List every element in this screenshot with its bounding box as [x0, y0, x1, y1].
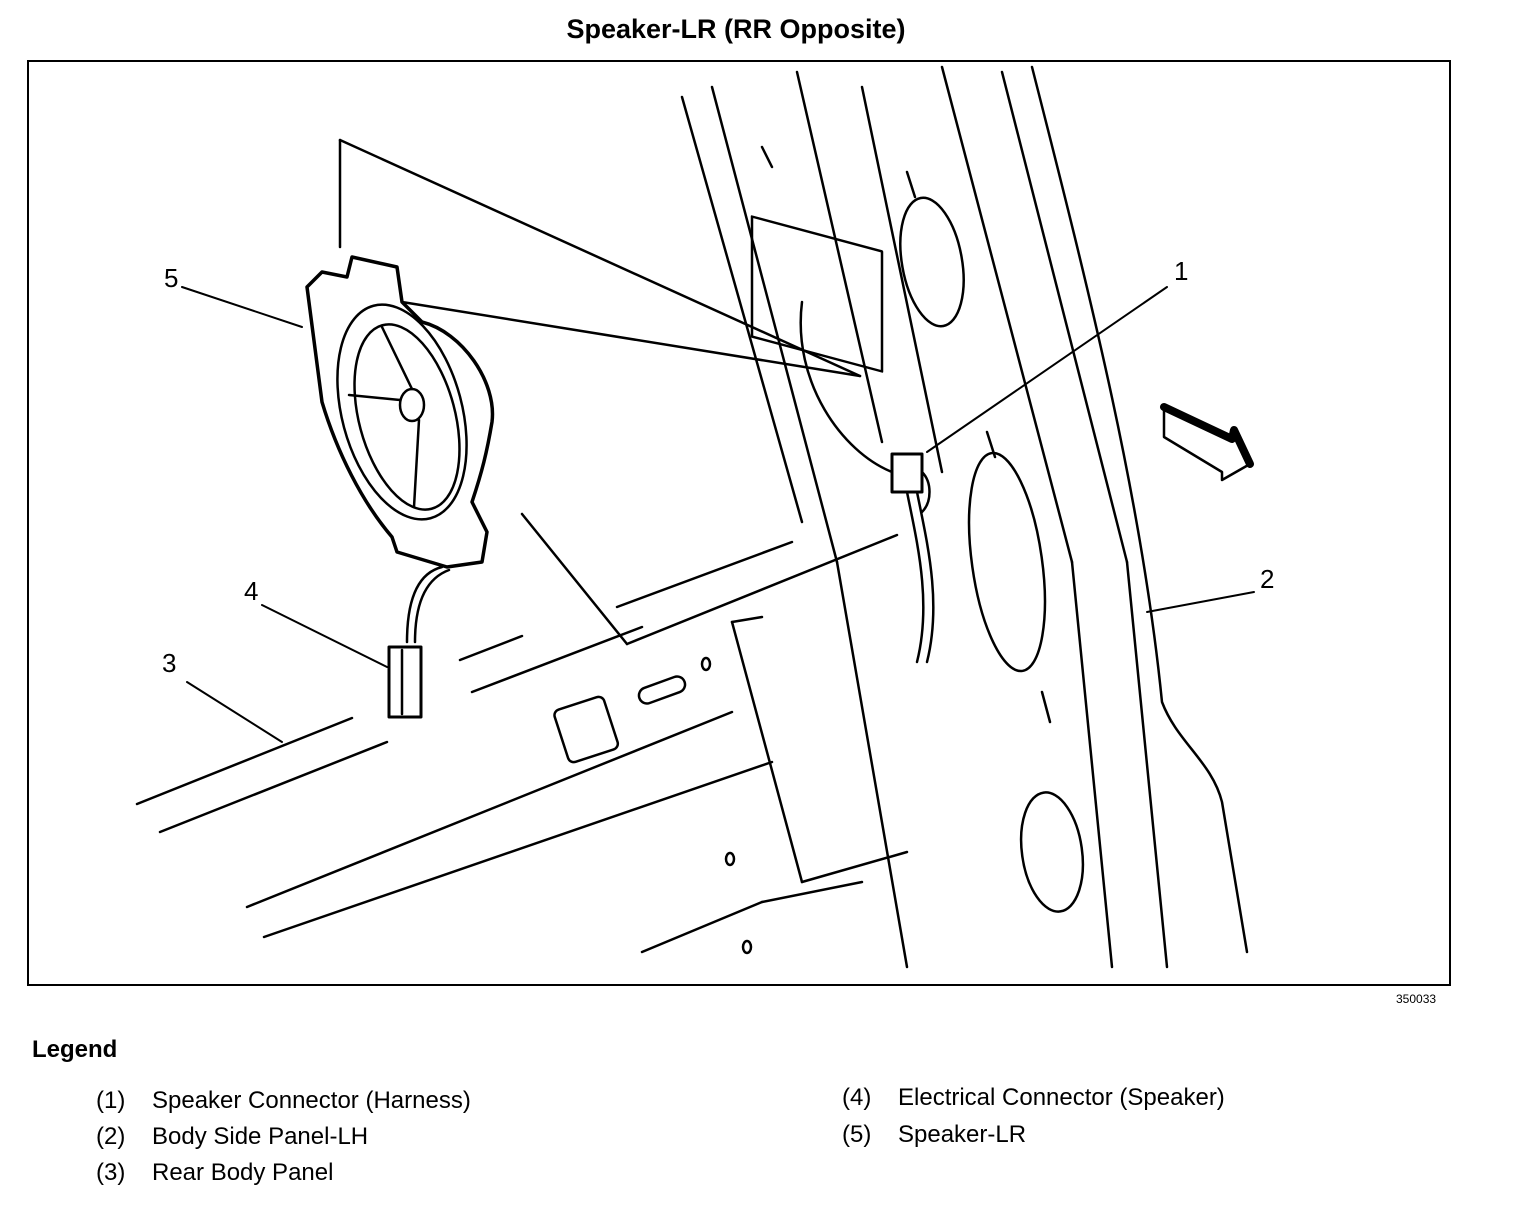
figure-id: 350033 — [1396, 992, 1437, 1006]
legend-item-label: Rear Body Panel — [152, 1159, 334, 1186]
body-side-panel — [680, 65, 1249, 969]
speaker-connector — [387, 565, 451, 719]
legend-item-number: (2) — [96, 1123, 126, 1150]
legend-item: (4) Electrical Connector (Speaker) — [842, 1084, 1225, 1112]
legend-item-number: (4) — [842, 1084, 872, 1111]
legend-item-label: Speaker-LR — [898, 1121, 1027, 1148]
callout-5: 5 — [164, 263, 178, 293]
diagram-title: Speaker-LR (RR Opposite) — [566, 14, 906, 44]
legend-item-label: Speaker Connector (Harness) — [152, 1087, 471, 1114]
legend-item-number: (5) — [842, 1121, 872, 1148]
callout-2: 2 — [1260, 564, 1274, 594]
forward-arrow-icon — [1160, 403, 1254, 482]
callout-3: 3 — [162, 648, 176, 678]
callout-4: 4 — [244, 576, 258, 606]
legend-item-label: Body Side Panel-LH — [152, 1123, 369, 1150]
rear-body-panel — [135, 540, 909, 955]
legend-item: (5) Speaker-LR — [842, 1121, 1026, 1149]
harness-connector — [890, 452, 935, 664]
diagram-frame: 1 2 3 4 5 — [27, 60, 1451, 986]
leader-lines — [181, 286, 1255, 743]
legend-item: (2) Body Side Panel-LH — [96, 1123, 368, 1151]
legend-item: (3) Rear Body Panel — [96, 1159, 333, 1187]
illustration: 1 2 3 4 5 — [135, 65, 1274, 969]
legend-item-number: (1) — [96, 1087, 126, 1114]
callout-1: 1 — [1174, 256, 1188, 286]
legend-title: Legend — [32, 1036, 118, 1063]
exploded-view-plane — [338, 138, 899, 646]
legend-item-label: Electrical Connector (Speaker) — [898, 1084, 1225, 1111]
speaker-lr — [305, 255, 495, 569]
legend-item: (1) Speaker Connector (Harness) — [96, 1087, 471, 1115]
legend-item-number: (3) — [96, 1159, 126, 1186]
callout-numbers: 1 2 3 4 5 — [162, 256, 1274, 678]
